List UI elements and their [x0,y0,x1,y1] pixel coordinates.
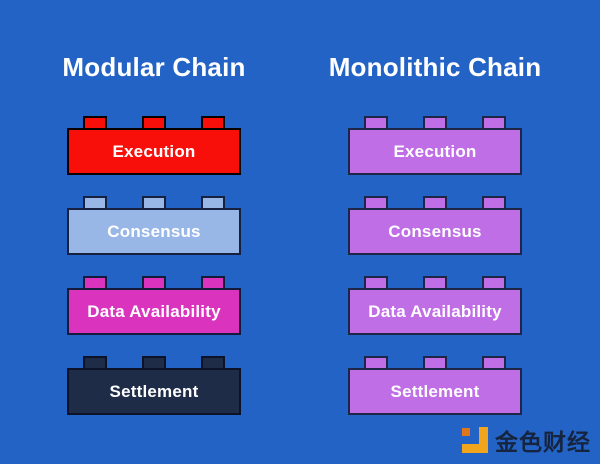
lego-block-label: Consensus [388,221,482,241]
modular-chain-title: Modular Chain [62,52,246,82]
lego-block-body: Consensus [67,208,241,256]
logo-dot [462,428,470,436]
golden-finance-logo-icon [462,427,488,453]
logo-bracket-bar [479,427,488,453]
lego-block-execution: Execution [348,116,522,176]
lego-block-settlement: Settlement [348,356,522,416]
lego-block-body: Execution [348,128,522,176]
lego-block-body: Execution [67,128,241,176]
watermark-text: 金色财经 [495,429,591,455]
lego-block-body: Settlement [67,368,241,416]
watermark: 金色财经 [462,423,591,457]
lego-block-label: Execution [112,141,196,161]
modular-chain-column: Modular Chain Execution Consensus [62,52,245,416]
logo-bracket-bar [462,444,488,453]
lego-block-body: Settlement [348,368,522,416]
lego-block-body: Data Availability [348,288,522,336]
lego-block-label: Data Availability [87,301,221,321]
lego-block-settlement: Settlement [67,356,241,416]
lego-block-consensus: Consensus [67,196,241,256]
lego-block-label: Data Availability [368,301,502,321]
lego-block-consensus: Consensus [348,196,522,256]
lego-block-label: Consensus [107,221,201,241]
lego-block-body: Consensus [348,208,522,256]
lego-block-label: Execution [393,141,477,161]
lego-block-body: Data Availability [67,288,241,336]
monolithic-chain-column: Monolithic Chain Execution Consensus [329,52,541,416]
lego-block-data-availability: Data Availability [348,276,522,336]
monolithic-chain-title: Monolithic Chain [328,52,542,82]
lego-block-data-availability: Data Availability [67,276,241,336]
lego-block-label: Settlement [390,381,480,401]
lego-block-execution: Execution [67,116,241,176]
lego-studs [348,116,522,131]
lego-block-label: Settlement [109,381,199,401]
